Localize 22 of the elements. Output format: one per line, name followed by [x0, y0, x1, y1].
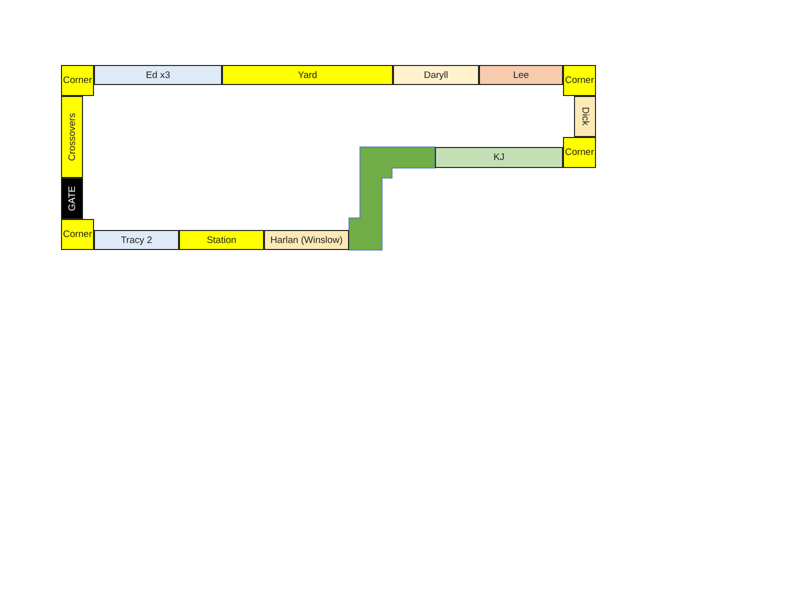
section-label: Corner	[62, 229, 92, 240]
track-section	[574, 96, 596, 137]
section-label: Lee	[513, 70, 529, 80]
section-label: Ed x3	[146, 70, 170, 80]
section-label: KJ	[493, 152, 505, 163]
track-section	[563, 137, 596, 168]
track-section	[61, 219, 94, 250]
track-section	[563, 65, 596, 96]
section-label: Station	[206, 234, 236, 246]
section-label: Corner	[564, 75, 594, 86]
track-section	[435, 147, 563, 168]
section-label: Daryll	[424, 70, 448, 80]
section-label: Tracy 2	[120, 234, 152, 246]
section-label: Dick	[580, 107, 590, 126]
section-label: GATE	[66, 186, 78, 212]
track-section	[61, 65, 94, 96]
section-label: Crossovers	[66, 112, 78, 162]
area-shape	[349, 147, 435, 250]
section-label: Corner	[62, 75, 92, 86]
section-label: Harlan (Winslow)	[270, 234, 343, 246]
section-label: Corner	[564, 147, 594, 158]
section-label: Yard	[298, 70, 318, 80]
